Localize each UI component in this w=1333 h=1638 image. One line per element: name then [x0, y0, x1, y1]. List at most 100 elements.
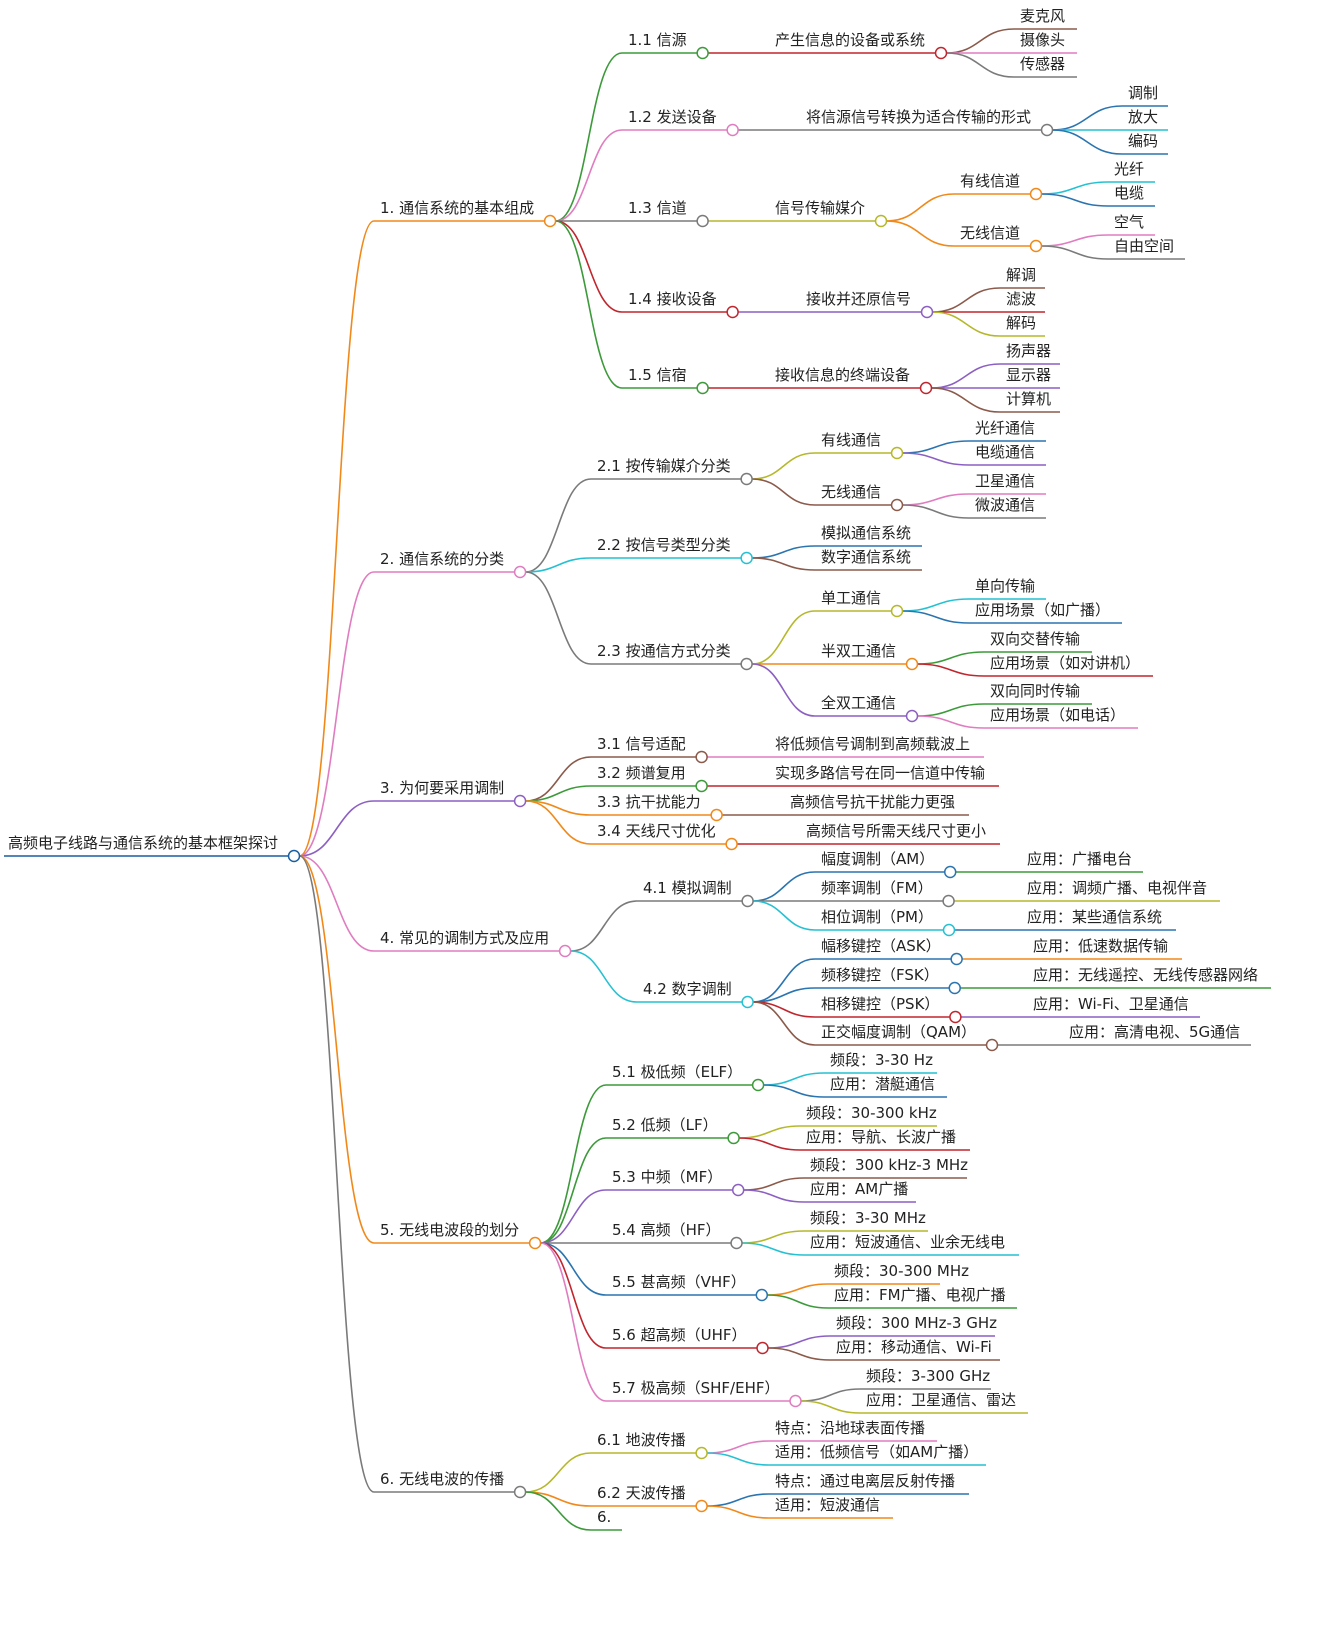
node-topic[interactable]: 接收并还原信号 [800, 290, 934, 319]
collapse-toggle-icon[interactable] [949, 1010, 962, 1024]
node-topic[interactable]: 滤波 [1000, 290, 1045, 313]
node-topic[interactable]: 特点：沿地球表面传播 [769, 1419, 937, 1442]
node-topic[interactable]: 双向交替传输 [984, 630, 1092, 653]
collapse-toggle-icon[interactable] [1029, 187, 1043, 201]
node-am[interactable]: 应用：AM广播 [804, 1180, 916, 1203]
node-2-3[interactable]: 2.3 按通信方式分类 [591, 642, 753, 671]
node-topic[interactable]: 解调 [1000, 266, 1045, 289]
node-topic[interactable]: 应用：导航、长波广播 [800, 1128, 970, 1151]
node-5[interactable]: 5. 无线电波段的划分 [374, 1221, 542, 1250]
node-30-300-mhz[interactable]: 频段：30-300 MHz [828, 1262, 969, 1285]
node-topic[interactable]: 接收信息的终端设备 [769, 366, 933, 395]
node-topic[interactable]: 光纤通信 [969, 419, 1046, 442]
node-topic[interactable]: 解码 [1000, 314, 1045, 337]
node-topic[interactable]: 光纤 [1108, 160, 1155, 183]
collapse-toggle-icon[interactable] [710, 808, 723, 822]
node-topic[interactable]: 信号传输媒介 [769, 199, 888, 228]
node-topic[interactable]: 应用：短波通信、业余无线电 [804, 1233, 1019, 1256]
node-topic[interactable]: 半双工通信 [815, 642, 919, 671]
node-3-300-ghz[interactable]: 频段：3-300 GHz [860, 1367, 991, 1390]
node-topic[interactable]: 实现多路信号在同一信道中传输 [769, 764, 999, 787]
node-topic[interactable]: 将低频信号调制到高频载波上 [769, 735, 984, 758]
collapse-toggle-icon[interactable] [934, 46, 948, 60]
node-topic[interactable]: 高频电子线路与通信系统的基本框架探讨 [4, 834, 301, 863]
node-6[interactable]: 6. 无线电波的传播 [374, 1470, 527, 1499]
node-1-3[interactable]: 1.3 信道 [622, 199, 709, 228]
node-2[interactable]: 2. 通信系统的分类 [374, 550, 527, 579]
collapse-toggle-icon[interactable] [890, 446, 904, 460]
node-topic[interactable]: 应用：调频广播、电视伴音 [1021, 879, 1220, 902]
collapse-toggle-icon[interactable] [905, 657, 919, 671]
collapse-toggle-icon[interactable] [543, 214, 557, 228]
node-topic[interactable]: 空气 [1108, 213, 1155, 236]
node-3-4[interactable]: 3.4 天线尺寸优化 [591, 822, 738, 851]
collapse-toggle-icon[interactable] [985, 1038, 999, 1052]
node-5-3-mf[interactable]: 5.3 中频（MF） [606, 1168, 745, 1197]
node-topic[interactable]: 放大 [1122, 108, 1168, 131]
node-topic[interactable]: 双向同时传输 [984, 682, 1092, 705]
node-4-2[interactable]: 4.2 数字调制 [637, 980, 754, 1009]
node-wi-fi[interactable]: 应用：移动通信、Wi-Fi [830, 1338, 1000, 1361]
collapse-toggle-icon[interactable] [890, 498, 904, 512]
node-1-1[interactable]: 1.1 信源 [622, 31, 709, 60]
collapse-toggle-icon[interactable] [695, 1499, 708, 1513]
node-topic[interactable]: 全双工通信 [815, 694, 919, 723]
node-topic[interactable]: 应用场景（如广播） [969, 601, 1122, 624]
collapse-toggle-icon[interactable] [528, 1236, 542, 1250]
node-topic[interactable]: 将信源信号转换为适合传输的形式 [800, 108, 1054, 137]
collapse-toggle-icon[interactable] [726, 123, 739, 137]
node-2-2[interactable]: 2.2 按信号类型分类 [591, 536, 753, 565]
collapse-toggle-icon[interactable] [740, 472, 753, 486]
node-ask[interactable]: 幅移键控（ASK） [815, 937, 963, 966]
node-4-1[interactable]: 4.1 模拟调制 [637, 879, 754, 908]
node-topic[interactable]: 微波通信 [969, 496, 1046, 519]
node-topic[interactable]: 无线通信 [815, 483, 904, 512]
collapse-toggle-icon[interactable] [725, 837, 738, 851]
node-topic[interactable]: 数字通信系统 [815, 548, 922, 571]
node-topic[interactable]: 适用：短波通信 [769, 1496, 893, 1519]
node-1-5[interactable]: 1.5 信宿 [622, 366, 709, 395]
node-5-4-hf[interactable]: 5.4 高频（HF） [606, 1221, 743, 1250]
collapse-toggle-icon[interactable] [287, 849, 301, 863]
node-topic[interactable]: 应用：无线遥控、无线传感器网络 [1027, 966, 1271, 989]
node-300-mhz-3-ghz[interactable]: 频段：300 MHz-3 GHz [830, 1314, 997, 1337]
node-topic[interactable]: 有线通信 [815, 431, 904, 460]
node-fm[interactable]: 应用：FM广播、电视广播 [828, 1286, 1017, 1309]
node-3[interactable]: 3. 为何要采用调制 [374, 779, 527, 808]
node-topic[interactable]: 显示器 [1000, 366, 1060, 389]
node-topic[interactable]: 自由空间 [1108, 237, 1185, 260]
collapse-toggle-icon[interactable] [695, 1446, 708, 1460]
collapse-toggle-icon[interactable] [741, 995, 754, 1009]
collapse-toggle-icon[interactable] [751, 1078, 765, 1092]
node-6-1[interactable]: 6.1 地波传播 [591, 1431, 708, 1460]
collapse-toggle-icon[interactable] [513, 1485, 527, 1499]
node-topic[interactable]: 应用：卫星通信、雷达 [860, 1391, 1028, 1414]
node-topic[interactable]: 应用：广播电台 [1021, 850, 1143, 873]
node-fsk[interactable]: 频移键控（FSK） [815, 966, 961, 995]
node-topic[interactable]: 电缆通信 [969, 443, 1046, 466]
collapse-toggle-icon[interactable] [731, 1183, 745, 1197]
collapse-toggle-icon[interactable] [740, 551, 753, 565]
collapse-toggle-icon[interactable] [726, 305, 739, 319]
collapse-toggle-icon[interactable] [948, 981, 961, 995]
node-topic[interactable]: 单向传输 [969, 577, 1046, 600]
node-topic[interactable]: 特点：通过电离层反射传播 [769, 1472, 969, 1495]
node-wi-fi[interactable]: 应用：Wi-Fi、卫星通信 [1027, 995, 1200, 1018]
collapse-toggle-icon[interactable] [950, 952, 963, 966]
node-topic[interactable]: 编码 [1122, 132, 1168, 155]
node-5-7-shf-ehf[interactable]: 5.7 极高频（SHF/EHF） [606, 1379, 802, 1408]
node-3-1[interactable]: 3.1 信号适配 [591, 735, 708, 764]
node-topic[interactable]: 应用场景（如对讲机） [984, 654, 1153, 677]
node-topic[interactable]: 扬声器 [1000, 342, 1060, 365]
node-topic[interactable]: 模拟通信系统 [815, 524, 922, 547]
collapse-toggle-icon[interactable] [874, 214, 888, 228]
node-2-1[interactable]: 2.1 按传输媒介分类 [591, 457, 753, 486]
node-30-300-khz[interactable]: 频段：30-300 kHz [800, 1104, 937, 1127]
collapse-toggle-icon[interactable] [696, 381, 709, 395]
node-am[interactable]: 幅度调制（AM） [815, 850, 957, 879]
node-1-4[interactable]: 1.4 接收设备 [622, 290, 739, 319]
collapse-toggle-icon[interactable] [920, 305, 934, 319]
node-3-30-mhz[interactable]: 频段：3-30 MHz [804, 1209, 928, 1232]
node-am[interactable]: 适用：低频信号（如AM广播） [769, 1443, 986, 1466]
collapse-toggle-icon[interactable] [919, 381, 933, 395]
